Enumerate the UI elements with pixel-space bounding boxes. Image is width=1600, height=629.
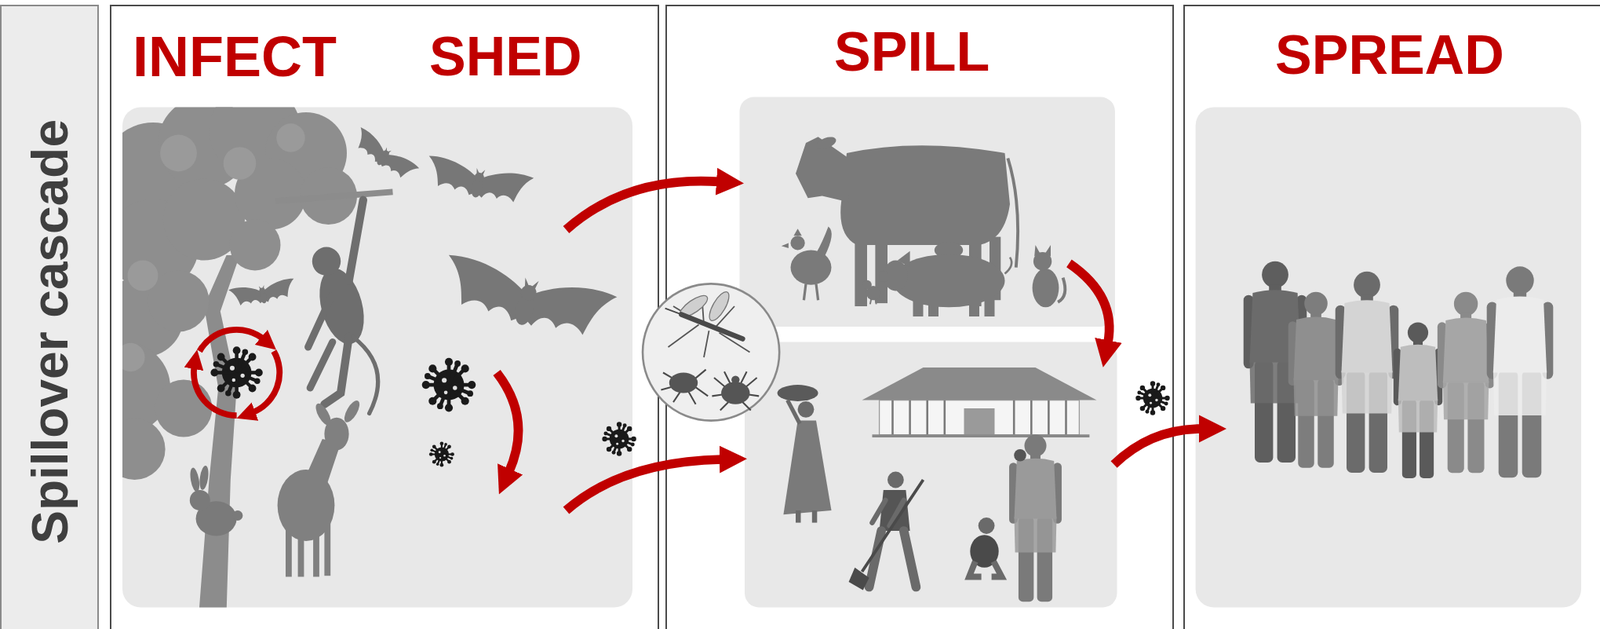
stage-title: SHED [429,29,582,84]
stage-panel: SPREAD [1183,4,1600,629]
side-label: Spillover cascade [25,119,76,544]
stage-panel: SPILL [665,4,1174,629]
stage-title: SPREAD [1275,27,1505,83]
stage-title: INFECT [132,28,337,85]
side-band: Spillover cascade [0,4,99,629]
stage-title: SPILL [834,24,990,80]
stage-panel: INFECT SHED [109,4,660,629]
